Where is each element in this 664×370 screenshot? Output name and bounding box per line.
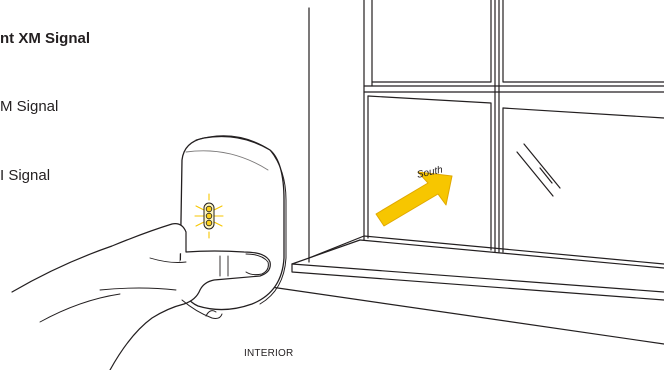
- location-label: INTERIOR: [244, 348, 293, 359]
- arrow-icon: [376, 172, 452, 226]
- window-icon: [264, 0, 664, 352]
- weak-signal-label: I Signal: [0, 167, 50, 184]
- medium-signal-label: M Signal: [0, 98, 58, 115]
- strong-signal-label: nt XM Signal: [0, 30, 90, 47]
